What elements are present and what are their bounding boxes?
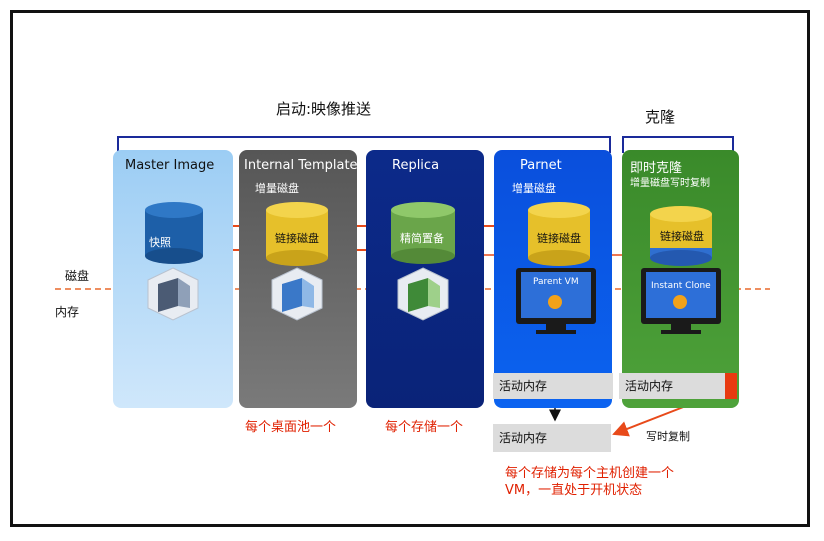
disk-label: 磁盘 [65,269,90,283]
clone-active-memory: 活动内存 [619,373,725,399]
instant-clone-monitor-icon [641,268,721,334]
per-host-note-line2: VM，一直处于开机状态 [505,483,643,498]
instant-clone-label: Instant Clone [651,281,711,291]
column-replica: Replica [366,150,484,408]
parent-linked-disk-cylinder [528,202,590,266]
memory-label: 内存 [55,305,80,319]
clone-bracket [622,136,734,153]
snapshot-cylinder [145,202,203,264]
arrow-copy-on-write [612,405,687,437]
column-subtitle: 增量磁盘 [512,182,556,195]
per-pool-note: 每个桌面池一个 [245,420,337,435]
push-header: 启动:映像推送 [276,100,372,118]
column-title: Internal Template [244,158,358,173]
column-title: Replica [392,158,440,173]
vm-cube-icon [147,267,199,321]
column-subtitle: 增量磁盘 [255,182,299,195]
parent-cylinder-label: 链接磁盘 [537,232,581,245]
column-subtitle: 增量磁盘写时复制 [630,178,710,189]
template-cylinder-label: 链接磁盘 [275,232,319,245]
clone-header: 克隆 [645,108,676,126]
replica-cylinder-label: 精简置备 [400,232,444,245]
replica-thin-cylinder [391,202,455,264]
per-store-note: 每个存储一个 [385,420,464,435]
column-title: Parnet [520,158,562,173]
parent-vm-label: Parent VM [533,277,579,287]
vm-cube-icon [271,267,323,321]
clone-linked-disk-cylinder [650,206,712,266]
column-title: Master Image [125,158,215,173]
column-title: 即时克隆 [630,161,683,176]
per-host-note-line1: 每个存储为每个主机创建一个 [505,466,675,481]
clone-cylinder-label: 链接磁盘 [660,230,704,243]
template-linked-disk-cylinder [266,202,328,266]
push-bracket [117,136,611,153]
vm-cube-icon [397,267,449,321]
parent-vm-monitor-icon [516,268,596,334]
bottom-active-memory: 活动内存 [493,424,611,452]
snapshot-label: 快照 [149,236,171,249]
copy-on-write-note: 写时复制 [646,430,690,443]
parent-active-memory: 活动内存 [493,373,613,399]
clone-memory-accent [725,373,737,399]
